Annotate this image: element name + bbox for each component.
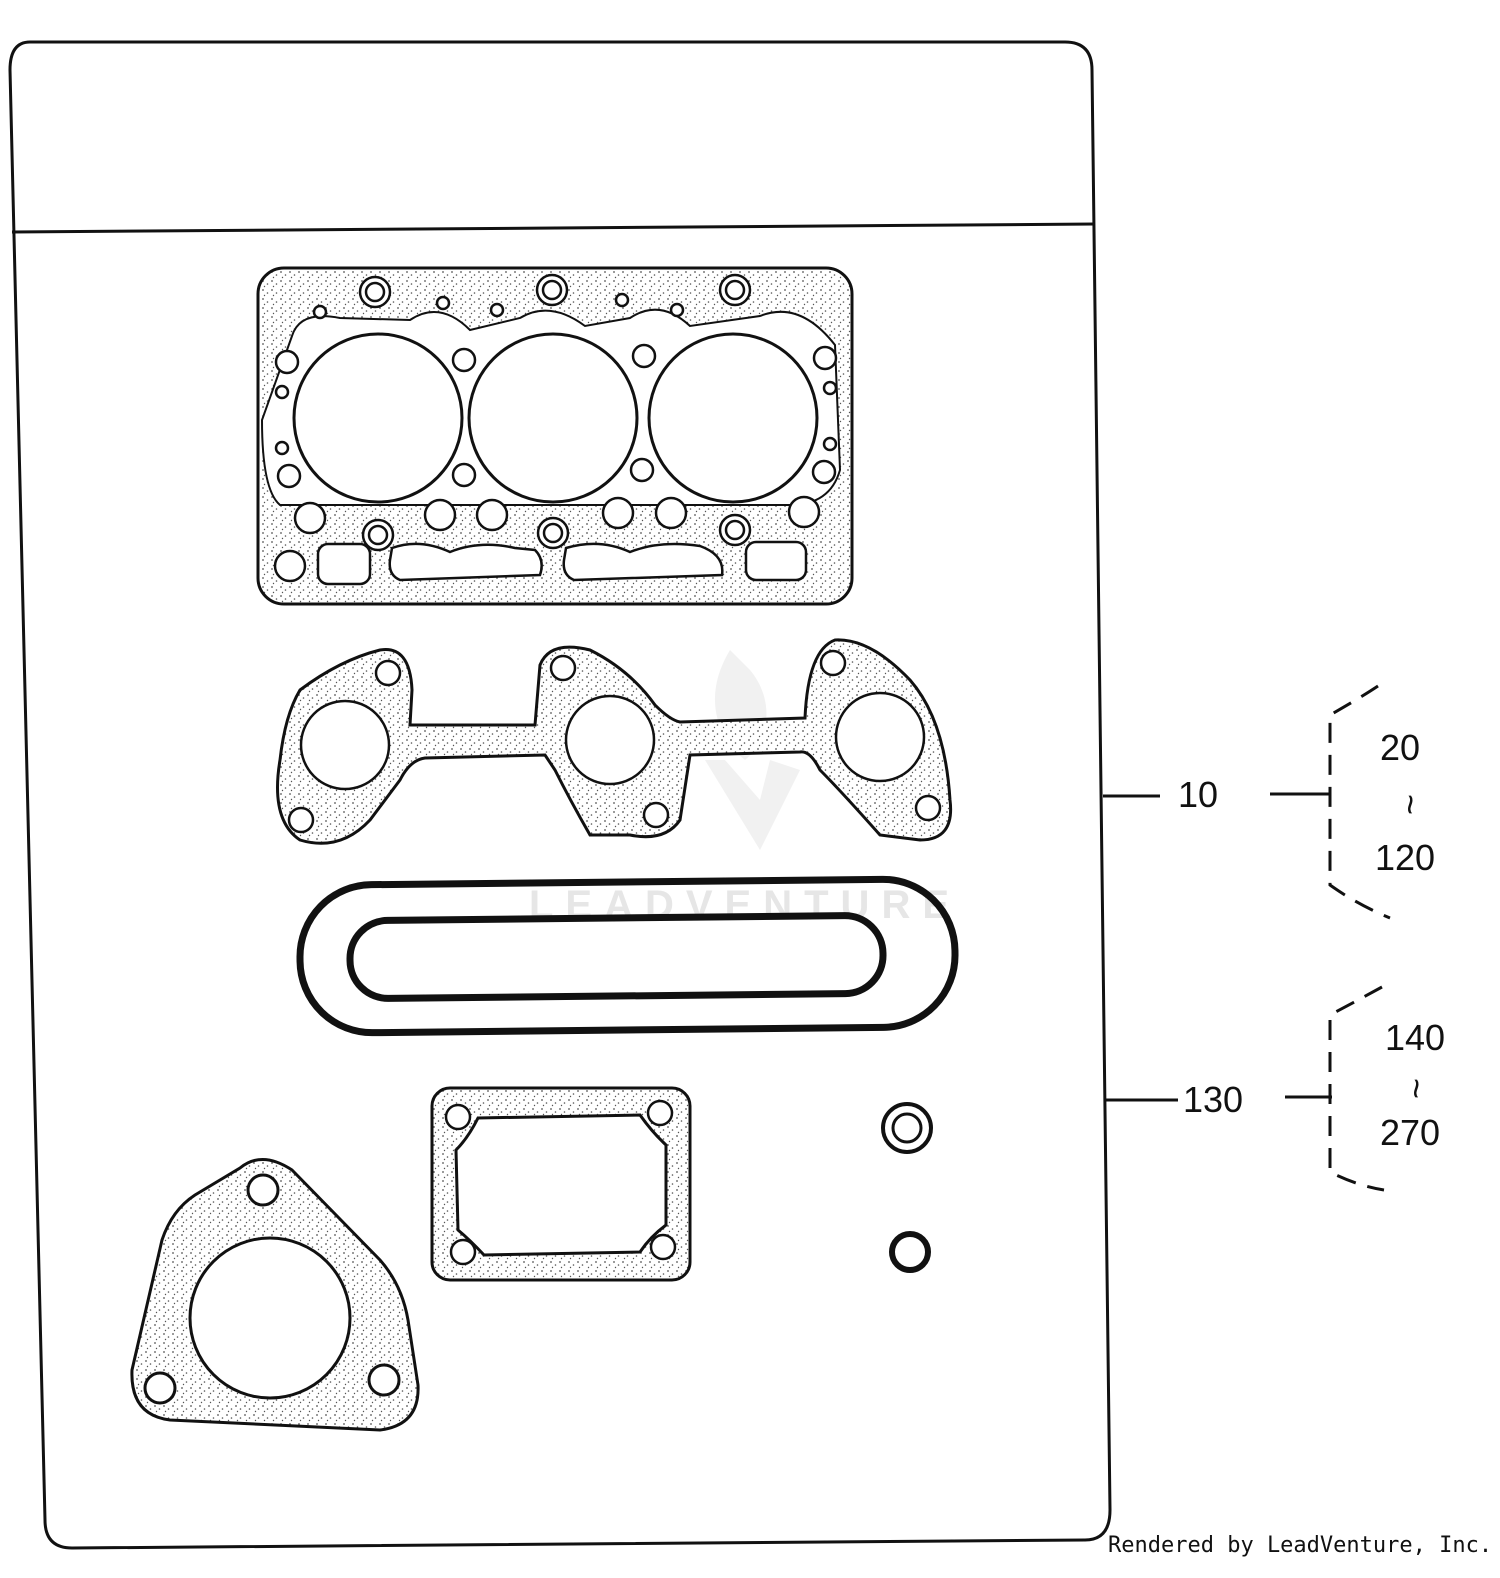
callout-range-sep: ~ [1396, 1078, 1437, 1099]
callout-range-end-120: 120 [1375, 837, 1435, 878]
callout-range-start-20: 20 [1380, 727, 1420, 768]
render-credit: Rendered by LeadVenture, Inc. [1108, 1533, 1492, 1558]
callout-kit-2: 130 140 ~ 270 [1106, 985, 1445, 1192]
water-outlet-gasket [430, 1086, 692, 1282]
callout-range-sep: ~ [1390, 794, 1431, 815]
callout-item-130: 130 [1183, 1079, 1243, 1120]
o-rings [881, 1102, 933, 1273]
rocker-cover-gasket [296, 875, 959, 1037]
kit-package [8, 40, 1112, 1550]
callout-item-10: 10 [1178, 774, 1218, 815]
callout-range-start-140: 140 [1385, 1017, 1445, 1058]
manifold-gasket [276, 638, 953, 845]
callout-kit-1: 10 20 ~ 120 [1103, 684, 1435, 920]
flange-gasket [130, 1158, 420, 1432]
cylinder-head-gasket [256, 266, 854, 606]
callout-range-end-270: 270 [1380, 1112, 1440, 1153]
